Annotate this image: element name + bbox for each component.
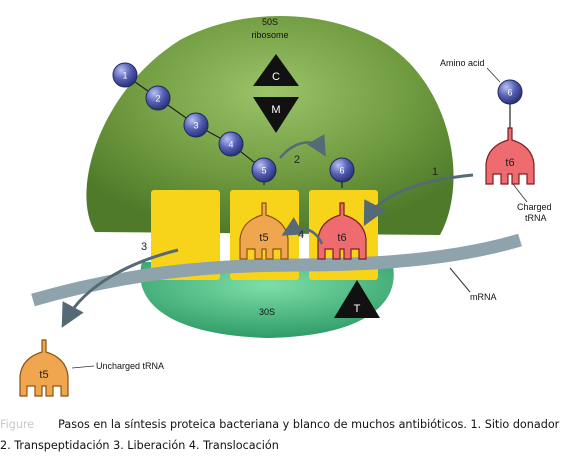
ribosome-50s-label: 50S bbox=[262, 17, 278, 27]
charged-trna-label-2: tRNA bbox=[525, 213, 547, 223]
svg-text:2: 2 bbox=[155, 94, 160, 104]
arrow-step-4 bbox=[281, 217, 324, 245]
caption-line-2: 2. Transpeptidación 3. Liberación 4. Tra… bbox=[0, 439, 279, 452]
amino-acid-1: 1 bbox=[112, 62, 138, 88]
svg-text:t5: t5 bbox=[259, 232, 268, 244]
amino-acid-label: Amino acid bbox=[440, 58, 485, 68]
step-3-label: 3 bbox=[141, 241, 147, 253]
amino-acid-4: 4 bbox=[218, 131, 244, 157]
svg-text:4: 4 bbox=[228, 140, 233, 150]
ribosome-30s-label: 30S bbox=[259, 307, 275, 317]
site-c-label: C bbox=[272, 71, 280, 83]
trna-t5-p-site: t5 bbox=[239, 202, 289, 260]
uncharged-trna-label: Uncharged tRNA bbox=[96, 361, 164, 371]
step-2-label: 2 bbox=[294, 154, 300, 166]
caption-text-1: Pasos en la síntesis proteica bacteriana… bbox=[58, 418, 560, 431]
amino-acid-6-free: 6 bbox=[497, 79, 523, 105]
charged-trna-label: Charged bbox=[517, 202, 552, 212]
trna-t5-uncharged: t5 bbox=[19, 339, 69, 397]
site-m-label: M bbox=[271, 104, 280, 116]
amino-acid-3: 3 bbox=[183, 112, 209, 138]
svg-text:3: 3 bbox=[193, 121, 198, 131]
trna-t6-a-site: t6 bbox=[317, 202, 367, 260]
ribosome-30s bbox=[140, 262, 394, 338]
step-4-label: 4 bbox=[298, 229, 304, 241]
caption-figure-word: Figure bbox=[0, 418, 35, 431]
svg-text:6: 6 bbox=[339, 166, 344, 176]
arrow-step-3 bbox=[61, 248, 179, 328]
ribosome-translation-diagram: 50S ribosome C M 30S T mRNA 1 2 3 4 5 bbox=[19, 16, 552, 397]
svg-text:t6: t6 bbox=[505, 157, 514, 169]
step-1-label: 1 bbox=[432, 166, 438, 178]
amino-acid-2: 2 bbox=[145, 85, 171, 111]
amino-acid-6-bound: 6 bbox=[329, 157, 355, 183]
site-c-triangle bbox=[253, 54, 299, 86]
arrow-step-2 bbox=[279, 134, 326, 159]
site-t-triangle bbox=[334, 280, 380, 318]
uncharged-trna-leader bbox=[71, 365, 95, 369]
trna-t6-charged: t6 bbox=[485, 127, 535, 185]
site-t-label: T bbox=[354, 303, 361, 315]
charged-trna-leader bbox=[512, 183, 528, 203]
caption-line-1: Figure Pasos en la síntesis proteica bact… bbox=[0, 414, 567, 435]
svg-text:5: 5 bbox=[261, 166, 266, 176]
ribosome-50s bbox=[86, 16, 454, 235]
site-exit-box bbox=[151, 190, 220, 280]
amino-acid-5: 5 bbox=[251, 157, 277, 183]
mrna-strand bbox=[31, 233, 522, 307]
figure-caption: Figure Pasos en la síntesis proteica bact… bbox=[0, 414, 567, 456]
site-m-triangle bbox=[253, 97, 299, 133]
svg-text:t5: t5 bbox=[39, 369, 48, 381]
mrna-leader-line bbox=[449, 267, 471, 293]
arrow-step-1 bbox=[363, 173, 474, 226]
svg-text:1: 1 bbox=[122, 71, 127, 81]
svg-text:6: 6 bbox=[507, 88, 512, 98]
amino-acid-leader bbox=[486, 67, 501, 83]
ribosome-50s-label-2: ribosome bbox=[251, 30, 288, 40]
mrna-label: mRNA bbox=[470, 292, 497, 302]
svg-text:t6: t6 bbox=[337, 232, 346, 244]
